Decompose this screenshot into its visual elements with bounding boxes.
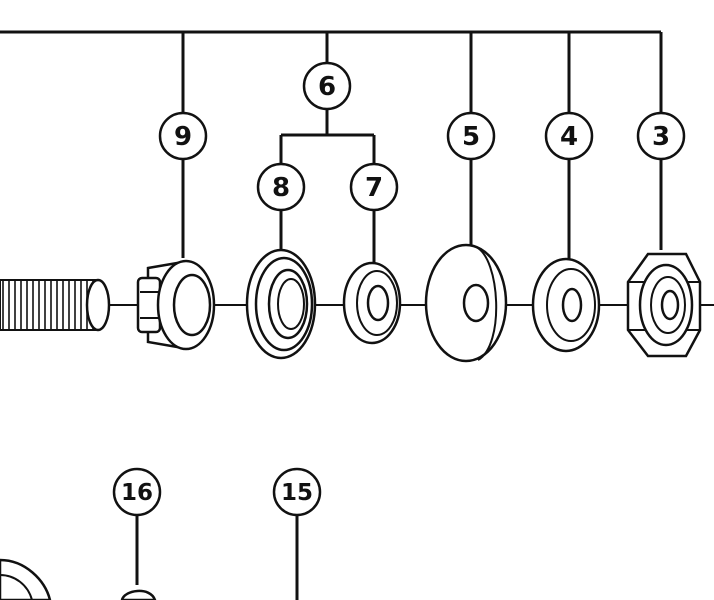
callout-3-label: 3 <box>652 122 670 152</box>
callout-6: 6 <box>302 61 352 111</box>
callout-15-label: 15 <box>281 480 313 506</box>
partial-part-16 <box>120 589 157 600</box>
callout-6-label: 6 <box>318 72 336 102</box>
callout-8: 8 <box>256 162 306 212</box>
callout-5-label: 5 <box>462 122 480 152</box>
callout-9-label: 9 <box>174 122 192 152</box>
spacer-part-5 <box>424 243 508 363</box>
washer-part-7 <box>342 261 402 345</box>
threaded-axle <box>0 278 111 332</box>
callout-5: 5 <box>446 111 496 161</box>
callout-16: 16 <box>112 467 162 517</box>
locknut-part-3 <box>626 252 702 358</box>
partial-hub-body <box>0 558 52 600</box>
callout-8-label: 8 <box>272 173 290 203</box>
cone-part-9 <box>136 259 216 351</box>
callout-3: 3 <box>636 111 686 161</box>
washer-part-4 <box>531 257 601 353</box>
callout-15: 15 <box>272 467 322 517</box>
callout-16-label: 16 <box>121 480 153 506</box>
callout-9: 9 <box>158 111 208 161</box>
callout-4-label: 4 <box>560 122 578 152</box>
callout-7-label: 7 <box>365 173 383 203</box>
callout-4: 4 <box>544 111 594 161</box>
callout-7: 7 <box>349 162 399 212</box>
seal-ring-part-8 <box>245 248 317 360</box>
